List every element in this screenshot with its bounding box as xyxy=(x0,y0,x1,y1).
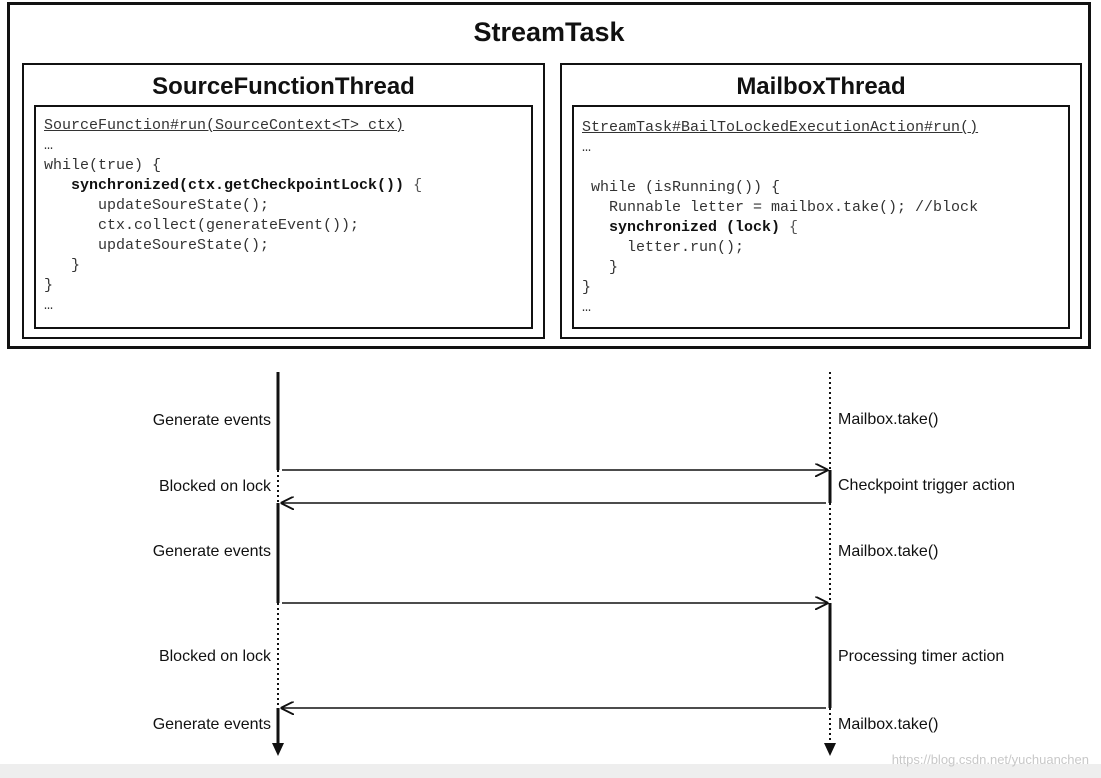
right-label-checkpoint-trigger: Checkpoint trigger action xyxy=(838,477,1015,494)
mailbox-code-box: StreamTask#BailToLockedExecutionAction#r… xyxy=(572,105,1070,329)
code-line: } xyxy=(582,279,592,296)
code-line: … xyxy=(44,137,54,154)
left-label-blocked-2: Blocked on lock xyxy=(158,648,271,665)
code-line: synchronized (lock) { xyxy=(582,219,799,236)
mailbox-thread-title: MailboxThread xyxy=(736,73,906,100)
code-line: updateSoureState(); xyxy=(44,197,270,214)
footer-bar xyxy=(0,764,1101,778)
code-line: updateSoureState(); xyxy=(44,237,270,254)
left-lifeline-arrowhead xyxy=(272,743,284,756)
code-line: while(true) { xyxy=(44,157,162,174)
right-label-mailbox-take-3: Mailbox.take() xyxy=(838,716,939,733)
right-label-mailbox-take-2: Mailbox.take() xyxy=(838,543,939,560)
stream-task-title: StreamTask xyxy=(473,17,625,47)
code-line: … xyxy=(582,139,592,156)
code-line: } xyxy=(582,259,619,276)
source-function-thread-title: SourceFunctionThread xyxy=(152,73,415,100)
source-function-thread-panel: SourceFunctionThread SourceFunction#run(… xyxy=(22,63,545,339)
mailbox-thread-panel: MailboxThread StreamTask#BailToLockedExe… xyxy=(560,63,1082,339)
right-lifeline-arrowhead xyxy=(824,743,836,756)
code-line: StreamTask#BailToLockedExecutionAction#r… xyxy=(582,119,979,136)
code-line: ctx.collect(generateEvent()); xyxy=(44,217,360,234)
code-line: } xyxy=(44,257,81,274)
left-label-generate-events-1: Generate events xyxy=(152,412,271,429)
left-label-generate-events-3: Generate events xyxy=(152,716,271,733)
watermark: https://blog.csdn.net/yuchuanchen xyxy=(891,752,1089,767)
code-line: … xyxy=(582,299,592,316)
left-label-generate-events-2: Generate events xyxy=(152,543,271,560)
code-line: SourceFunction#run(SourceContext<T> ctx) xyxy=(44,117,405,134)
code-line: … xyxy=(44,297,54,314)
code-line: while (isRunning()) { xyxy=(582,179,781,196)
code-line: letter.run(); xyxy=(582,239,745,256)
source-function-code-box: SourceFunction#run(SourceContext<T> ctx)… xyxy=(34,105,533,329)
code-line: } xyxy=(44,277,54,294)
right-label-processing-timer: Processing timer action xyxy=(838,648,1005,665)
stream-task-box: StreamTask SourceFunctionThread SourceFu… xyxy=(7,2,1091,349)
code-line: Runnable letter = mailbox.take(); //bloc… xyxy=(582,199,979,216)
code-line: synchronized(ctx.getCheckpointLock()) { xyxy=(44,177,423,194)
right-label-mailbox-take-1: Mailbox.take() xyxy=(838,411,939,428)
left-label-blocked-1: Blocked on lock xyxy=(158,478,271,495)
